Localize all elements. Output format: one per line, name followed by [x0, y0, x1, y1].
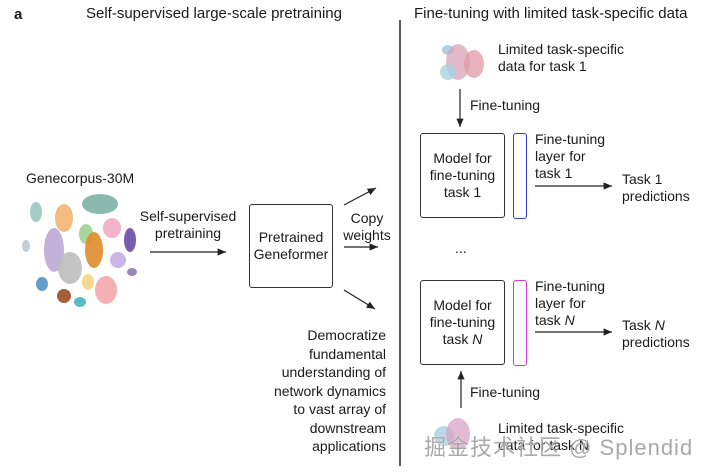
task1-finetune-label: Fine-tuning	[470, 97, 541, 113]
taskN-pred-line-1: Task N	[622, 317, 690, 334]
task1-layer-label: Fine-tuning layer for task 1	[535, 131, 605, 182]
panel-label: a	[14, 6, 23, 23]
task1-finetuning-layer	[513, 133, 527, 219]
tasks-ellipsis: ...	[455, 240, 467, 256]
taskN-finetuning-layer	[513, 280, 527, 366]
task1-model-line-3: task 1	[443, 184, 482, 200]
taskN-data-label: Limited task-specific data for task N	[498, 420, 624, 454]
taskN-predictions-label: Task N predictions	[622, 317, 690, 351]
taskN-data-umap-image	[434, 418, 470, 450]
copy-label-line-2: weights	[343, 227, 391, 243]
watermark-text: 掘金技术社区 @ Splendid	[424, 435, 694, 460]
copy-arrow-down	[343, 289, 376, 310]
taskN-layer-label: Fine-tuning layer for task N	[535, 278, 605, 329]
taskN-model-line-2: fine-tuning	[429, 314, 496, 330]
democratize-line: understanding of	[281, 364, 386, 380]
task1-data-label: Limited task-specific data for task 1	[498, 41, 624, 75]
left-section-title: Self-supervised large-scale pretraining	[86, 5, 342, 22]
task1-pred-line-2: predictions	[622, 188, 690, 204]
taskN-layer-prefix: task	[535, 312, 565, 328]
corpus-label: Genecorpus-30M	[26, 170, 135, 186]
taskN-layer-var: N	[564, 312, 575, 328]
task1-model-box: Model for fine-tuning task 1	[420, 133, 505, 218]
pretraining-label-line-2: pretraining	[154, 225, 222, 241]
geneformer-label-line-2: Geneformer	[253, 246, 329, 262]
right-section-title: Fine-tuning with limited task-specific d…	[414, 5, 688, 22]
democratize-line: to vast array of	[293, 401, 386, 417]
task1-data-umap-image	[440, 44, 484, 80]
taskN-model-line-1: Model for	[433, 297, 492, 313]
task1-layer-line-1: Fine-tuning	[535, 131, 606, 147]
pretrained-geneformer-box: Pretrained Geneformer	[249, 204, 333, 288]
task1-layer-line-3: task 1	[535, 165, 573, 181]
taskN-model-line-3: task N	[430, 331, 495, 348]
democratize-line: Democratize	[307, 327, 386, 343]
taskN-pred-line-2: predictions	[622, 334, 690, 350]
task1-model-line-2: fine-tuning	[429, 167, 496, 183]
geneformer-label-line-1: Pretrained	[258, 229, 324, 245]
democratize-line: fundamental	[308, 345, 386, 362]
task1-pred-line-1: Task 1	[622, 171, 663, 187]
taskN-data-label-line-1: Limited task-specific	[498, 420, 625, 436]
taskN-pred-var: N	[654, 317, 665, 333]
democratize-text: Democratize fundamental understanding of…	[252, 326, 386, 456]
taskN-data-label-line-2: data for task N	[498, 437, 590, 453]
taskN-layer-line-2: layer for	[535, 295, 586, 311]
taskN-pred-prefix: Task	[622, 317, 655, 333]
taskN-model-var: N	[472, 331, 483, 347]
taskN-finetune-label: Fine-tuning	[470, 384, 541, 400]
genecorpus-umap-image	[22, 194, 137, 307]
democratize-line: network dynamics	[273, 382, 386, 399]
task1-data-label-line-1: Limited task-specific	[498, 41, 625, 57]
task1-data-label-line-2: data for task 1	[498, 58, 587, 74]
taskN-layer-line-1: Fine-tuning	[535, 278, 606, 294]
taskN-model-box: Model for fine-tuning task N	[420, 280, 505, 365]
copy-weights-label: Copy weights	[336, 210, 398, 244]
democratize-line: downstream	[309, 419, 386, 436]
pretraining-arrow-label: Self-supervised pretraining	[136, 208, 240, 242]
copy-arrow-up	[343, 187, 377, 206]
task1-predictions-label: Task 1 predictions	[622, 171, 690, 205]
taskN-model-prefix: task	[442, 331, 473, 347]
copy-label-line-1: Copy	[350, 210, 384, 226]
taskN-layer-line-3: task N	[535, 312, 605, 329]
pretraining-label-line-1: Self-supervised	[139, 208, 237, 224]
democratize-line: applications	[312, 438, 386, 454]
task1-layer-line-2: layer for	[535, 148, 586, 164]
task1-model-line-1: Model for	[433, 150, 492, 166]
